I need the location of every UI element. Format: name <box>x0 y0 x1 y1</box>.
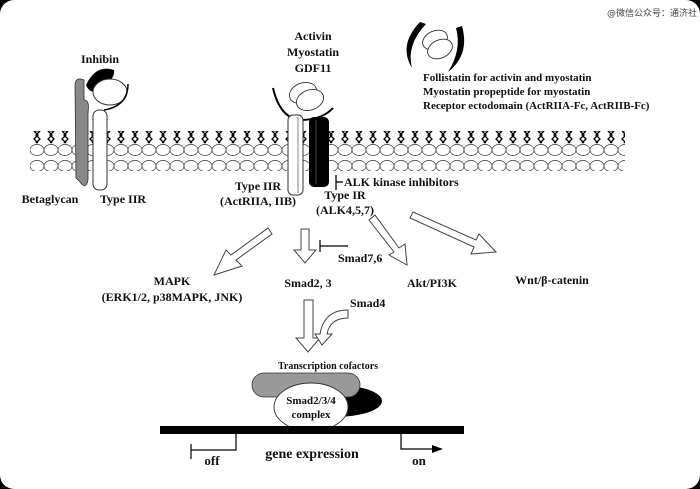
on-label: on <box>412 453 427 468</box>
complex-label: Smad2/3/4 <box>286 395 336 407</box>
mapk-label: MAPK <box>154 274 191 288</box>
off-label: off <box>204 453 220 468</box>
watermark: @微信公众号：通济社 <box>607 7 697 19</box>
betaglycan-label: Betaglycan <box>22 192 79 206</box>
on-promoter <box>400 434 433 450</box>
complex-sub: complex <box>291 409 331 421</box>
ligand-dimer-bottom <box>295 89 325 111</box>
arrow-smad23 <box>292 228 318 264</box>
gene-expression-label: gene expression <box>265 447 359 462</box>
myostatin-label: Myostatin <box>287 45 339 59</box>
type-iir-receptor-right <box>287 114 304 196</box>
antagonist-3: Receptor ectodomain (ActRIIA-Fc, ActRIIB… <box>423 100 650 112</box>
dna-strand <box>160 426 464 434</box>
type-ir-label: Type IR <box>324 188 366 202</box>
arrow-wnt <box>409 211 498 255</box>
type-iir-left-label: Type IIR <box>100 192 146 206</box>
betaglycan-receptor <box>74 78 89 186</box>
mapk-sub: (ERK1/2, p38MAPK, JNK) <box>102 290 243 304</box>
inhibin-ligand <box>86 68 115 92</box>
gdf11-label: GDF11 <box>295 61 332 75</box>
on-arrowhead <box>432 445 443 453</box>
type-iir-receptor-left <box>92 109 108 191</box>
arrow-akt <box>368 214 408 266</box>
arrow-smad-to-nucleus <box>294 299 322 353</box>
antagonist-1: Follistatin for activin and myostatin <box>423 72 591 84</box>
type-iir-right-sub: (ActRIIA, IIB) <box>220 194 296 208</box>
type-ir-sub: (ALK4,5,7) <box>316 203 374 217</box>
inhibin-label: Inhibin <box>81 52 119 66</box>
arrow-smad4 <box>314 309 349 346</box>
antagonist-2: Myostatin propeptide for myostatin <box>423 86 590 98</box>
arrow-mapk <box>213 227 273 276</box>
activin-label: Activin <box>294 29 332 43</box>
antagonist-arc-right <box>448 26 465 72</box>
smad23-label: Smad2, 3 <box>284 276 331 290</box>
akt-label: Akt/PI3K <box>407 276 458 290</box>
pathway-arrows <box>213 211 498 353</box>
type-iir-right-label: Type IIR <box>235 179 281 193</box>
wnt-label: Wnt/β-catenin <box>515 273 589 287</box>
off-promoter <box>190 434 237 459</box>
cofactors-label: Transcription cofactors <box>278 361 378 372</box>
type-iir-arc <box>103 83 129 111</box>
alk-inhibitors-label: ALK kinase inhibitors <box>344 175 459 189</box>
smad76-label: Smad7,6 <box>338 251 382 265</box>
antagonist-arc-left <box>406 22 426 68</box>
antagonist-ligand-bottom <box>427 38 453 60</box>
smad-complex <box>273 382 349 432</box>
smad4-label: Smad4 <box>350 296 385 310</box>
type-ir-receptor <box>309 117 329 187</box>
